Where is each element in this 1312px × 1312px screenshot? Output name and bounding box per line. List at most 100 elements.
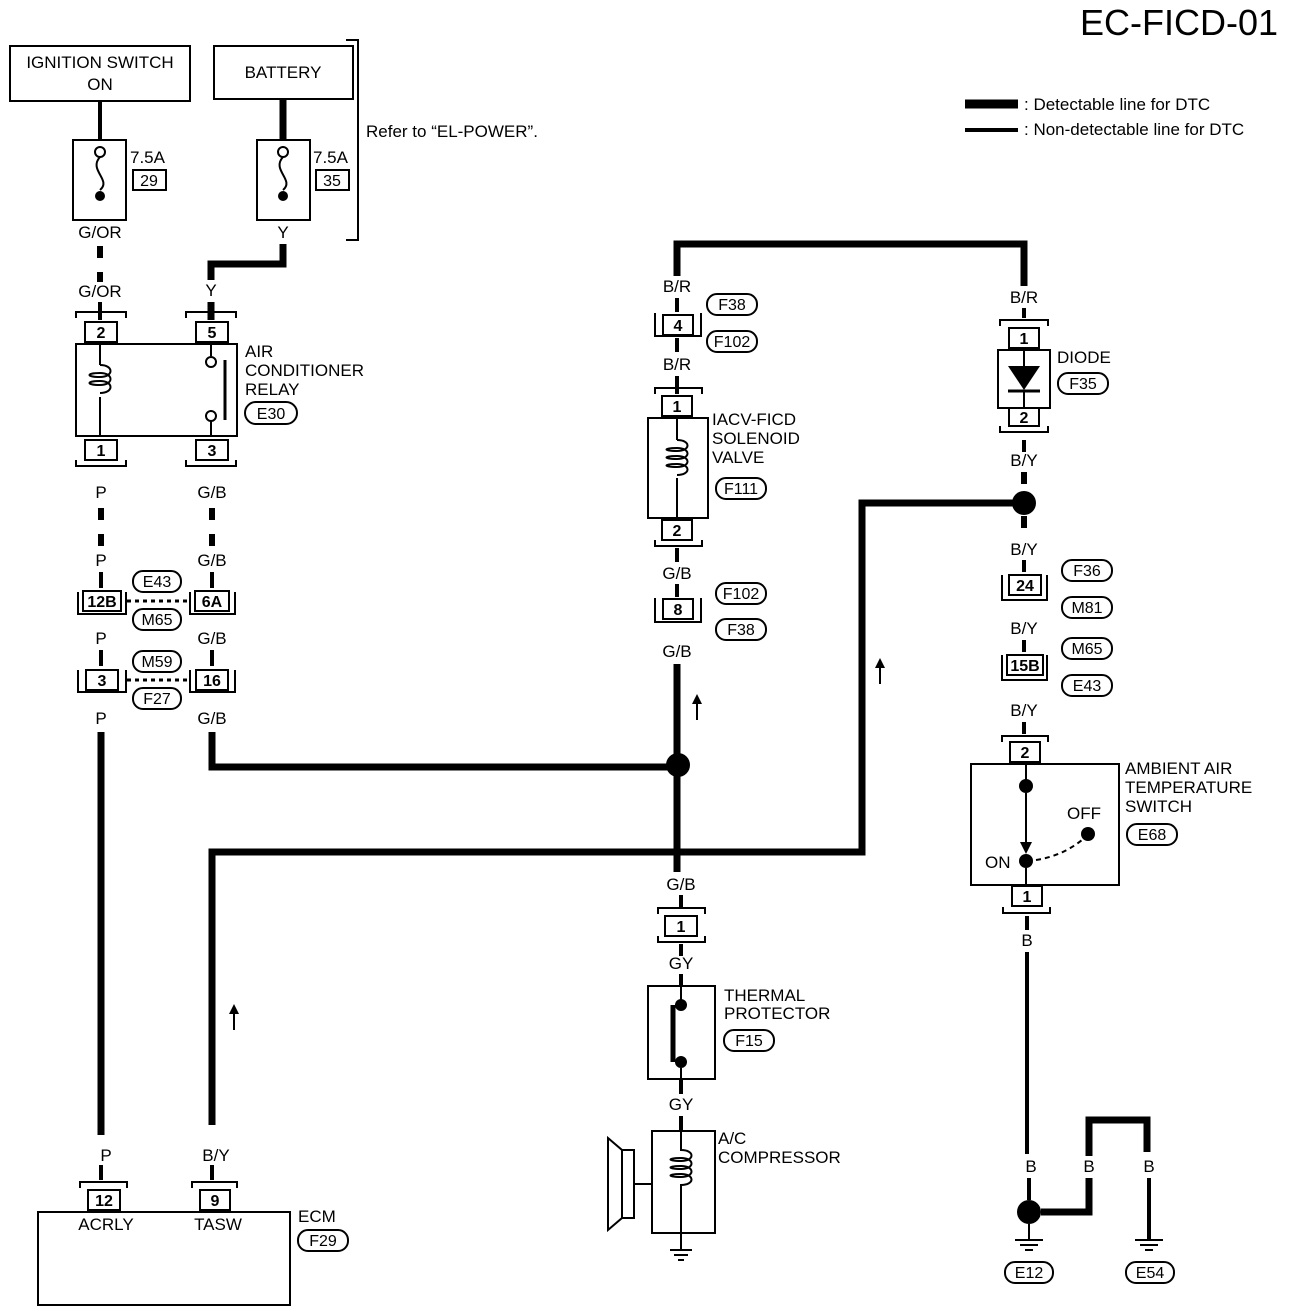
wire-label-gb-6: G/B [662, 642, 691, 661]
wire-label-p-4: P [95, 709, 106, 728]
iacv-pin-1: 1 [673, 399, 682, 416]
wire-label-br-1: B/R [663, 277, 691, 296]
junction-tag-f27: F27 [143, 691, 171, 708]
ground-e12: B E12 [1004, 1116, 1151, 1284]
refer-note: Refer to “EL-POWER”. [366, 122, 538, 141]
iacv-connector-top: 4 F38 F102 [654, 293, 758, 353]
iacv-bottom-tag-1: F102 [723, 586, 760, 603]
wire-label-p-2: P [95, 551, 106, 570]
wire-label-gb-7: G/B [666, 875, 695, 894]
iacv-connector: F111 [724, 481, 758, 498]
ambient-connector: E68 [1138, 827, 1167, 844]
connector-15b-tag-1: M65 [1071, 641, 1102, 658]
connector-24-tag-2: M81 [1071, 600, 1102, 617]
iacv-top-tag-1: F38 [718, 297, 746, 314]
relay-pin-5: 5 [208, 325, 217, 342]
connector-24-pin: 24 [1016, 578, 1034, 595]
diode-pin-2: 2 [1020, 410, 1029, 427]
ground-e54: B E54 [1125, 1157, 1175, 1284]
compressor-label-2: COMPRESSOR [718, 1148, 841, 1167]
diode-connector: F35 [1069, 376, 1097, 393]
switch-arrow-icon [1020, 842, 1032, 854]
ambient-label-2: TEMPERATURE [1125, 778, 1252, 797]
ground-e54-label: E54 [1136, 1265, 1165, 1282]
diode-pin-1: 1 [1020, 331, 1029, 348]
relay-label-2: CONDITIONER [245, 361, 364, 380]
wire-label-p-3: P [95, 629, 106, 648]
wire-br-top [673, 240, 1028, 286]
junction-pin-12b: 12B [87, 594, 116, 611]
ecm-pin-12-name: ACRLY [78, 1215, 133, 1234]
diode-icon [1008, 366, 1040, 390]
wire-label-p-1: P [95, 483, 106, 502]
wire-label-gb-4: G/B [197, 709, 226, 728]
wire-label-br-2: B/R [663, 355, 691, 374]
wire-label-by-4: B/Y [1010, 701, 1037, 720]
wire-gb-to-node [208, 732, 678, 771]
legend: : Detectable line for DTC : Non-detectab… [965, 95, 1244, 139]
arrow-up-icon [692, 694, 702, 704]
wire-label-b-2: B [1025, 1157, 1036, 1176]
iacv-label-3: VALVE [712, 448, 764, 467]
wire-label-gy-1: GY [669, 954, 694, 973]
wire-label-gb-3: G/B [197, 629, 226, 648]
ambient-pin-2: 2 [1021, 745, 1030, 762]
junction-tag-m65: M65 [141, 612, 172, 629]
wire-label-p-5: P [100, 1146, 111, 1165]
wire-label-y-1: Y [277, 223, 288, 242]
splice-node-ground [1017, 1200, 1041, 1224]
thermal-label-1: THERMAL [724, 986, 805, 1005]
switch-on-label: ON [985, 853, 1011, 872]
relay-pin-2: 2 [97, 325, 106, 342]
iacv-label-1: IACV-FICD [712, 410, 796, 429]
ecm-pin-9-name: TASW [194, 1215, 242, 1234]
compressor-label-1: A/C [718, 1129, 746, 1148]
fuse-29-rating: 7.5A [130, 148, 166, 167]
battery: BATTERY [213, 45, 354, 100]
junction-3-16: 3 16 M59 F27 [77, 650, 236, 710]
arrow-up-icon [229, 1004, 239, 1014]
iacv-pin-2: 2 [673, 523, 682, 540]
relay-label-1: AIR [245, 342, 273, 361]
solenoid-coil-icon [665, 439, 689, 476]
splice-node-by [1012, 491, 1036, 515]
wire-label-y-2: Y [205, 281, 216, 300]
legend-nondetectable: : Non-detectable line for DTC [1024, 120, 1244, 139]
relay-connector: E30 [257, 406, 286, 423]
fuse-29-number: 29 [140, 173, 158, 190]
wire-label-br-diode: B/R [1010, 288, 1038, 307]
fuse-29: 7.5A 29 [72, 101, 167, 221]
connector-15b: 15B M65 E43 [1001, 637, 1113, 697]
thermal-protector: THERMAL PROTECTOR F15 [647, 985, 830, 1080]
iacv-connector-bottom: 8 F102 F38 [654, 582, 767, 641]
thermal-label-2: PROTECTOR [724, 1004, 830, 1023]
wire-label-b-3: B [1083, 1157, 1094, 1176]
wire-label-by-3: B/Y [1010, 619, 1037, 638]
compressor-coil-icon [669, 1131, 693, 1233]
ac-relay: 2 5 1 3 AIR CONDITIONER RELAY E30 [75, 311, 364, 467]
iacv-top-pin: 4 [674, 318, 683, 335]
arrow-up-icon [875, 658, 885, 668]
ignition-state: ON [87, 75, 113, 94]
relay-pin-1: 1 [97, 443, 106, 460]
wire-by-to-ecm [208, 499, 1026, 1125]
wire-label-gb-2: G/B [197, 551, 226, 570]
battery-label: BATTERY [245, 63, 322, 82]
relay-coil-icon [88, 364, 112, 394]
ecm: 12 9 ACRLY TASW ECM F29 [37, 1181, 349, 1306]
junction-12b-6a: 12B 6A E43 M65 [77, 570, 236, 631]
junction-pin-16: 16 [203, 673, 221, 690]
ac-compressor: A/C COMPRESSOR [607, 1129, 841, 1261]
wire-label-b-1: B [1021, 931, 1032, 950]
ground-e12-label: E12 [1015, 1265, 1044, 1282]
ecm-pin-9: 9 [211, 1193, 220, 1210]
legend-detectable: : Detectable line for DTC [1024, 95, 1210, 114]
iacv-label-2: SOLENOID [712, 429, 800, 448]
ignition-switch: IGNITION SWITCH ON [9, 45, 191, 102]
switch-off-label: OFF [1067, 804, 1101, 823]
ecm-connector: F29 [309, 1233, 337, 1250]
ecm-pin-12: 12 [95, 1193, 113, 1210]
wire-y [207, 244, 287, 280]
diode: 1 2 DIODE F35 [997, 319, 1111, 433]
